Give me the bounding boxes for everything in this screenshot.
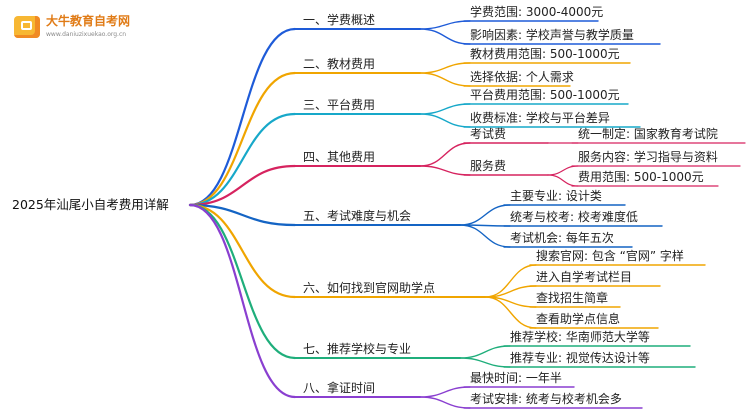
leaf-label-6-1: 搜索官网: 包含 “官网” 字样 [536,249,684,263]
branch-label-6: 六、如何找到官网助学点 [303,281,436,295]
branch-label-5: 五、考试难度与机会 [303,209,412,223]
leaf-connector-4-1 [419,142,471,167]
leaf-label-1-2: 影响因素: 学校声誉与教学质量 [470,28,634,42]
leaf-label-7-2: 推荐专业: 视觉传达设计等 [510,351,650,365]
leaf-connector-4-2 [419,165,471,176]
leaf-connector-5-3 [459,224,511,248]
leaf-connector-3-1 [419,103,471,115]
leaf-label-1-1: 学费范围: 3000-4000元 [470,5,604,19]
leaf-label-5-3: 考试机会: 每年五次 [510,231,614,245]
leaf-label-2-2: 选择依据: 个人需求 [470,70,574,84]
leaf-connector-7-2 [459,357,511,368]
leaf-connector-8-1 [419,386,471,398]
leaf-label-8-1: 最快时间: 一年半 [470,371,562,385]
leaf-connector-2-1 [419,62,471,74]
leaf-connector-8-2 [419,396,471,409]
leaf-label-3-2: 收费标准: 学校与平台差异 [470,111,610,125]
leaf-label-5-1: 主要专业: 设计类 [510,189,602,203]
leaf-connector-2-2 [419,72,471,87]
branch-label-3: 三、平台费用 [303,98,376,112]
leaf-label-4-2-2: 费用范围: 500-1000元 [578,170,704,184]
leaf-label-6-3: 查找招生简章 [536,291,609,305]
branch-connector-3 [188,112,297,207]
book-logo-icon [14,16,40,38]
branch-connector-2 [188,71,297,207]
branch-connector-8 [188,203,297,399]
subleaf-connector-4-2-2 [547,174,579,187]
leaf-label-4-1: 考试费 [470,127,507,141]
branch-label-7: 七、推荐学校与专业 [303,342,412,356]
leaf-connector-3-2 [419,113,471,128]
leaf-connector-7-1 [459,345,511,359]
branch-connector-4 [188,164,297,207]
leaf-connector-6-4 [484,296,537,329]
leaf-connector-1-1 [419,20,471,30]
leaf-label-6-2: 进入自学考试栏目 [536,270,633,284]
leaf-label-2-1: 教材费用范围: 500-1000元 [470,47,620,61]
leaf-label-4-2-1: 服务内容: 学习指导与资料 [578,150,718,164]
branch-connector-6 [188,203,297,299]
subleaf-connector-4-2-1 [547,165,579,176]
root-topic: 2025年汕尾小自考费用详解 [12,197,169,212]
leaf-label-4-1-1: 统一制定: 国家教育考试院 [578,127,718,141]
leaf-connector-1-2 [419,28,471,45]
leaf-label-4-2: 服务费 [470,159,507,173]
branch-label-4: 四、其他费用 [303,150,376,164]
leaf-label-7-1: 推荐学校: 华南师范大学等 [510,330,650,344]
leaf-label-8-2: 考试安排: 统考与校考机会多 [470,392,622,406]
leaf-label-5-2: 统考与校考: 校考难度低 [510,210,638,224]
branch-connector-1 [188,27,297,207]
leaf-label-3-1: 平台费用范围: 500-1000元 [470,88,620,102]
branch-label-1: 一、学费概述 [303,13,376,27]
branch-label-8: 八、拿证时间 [303,381,376,395]
brand-logo: 大牛教育自考网 www.daniuzixuekao.org.cn [14,14,134,46]
branch-connector-5 [188,203,297,227]
leaf-label-6-4: 查看助学点信息 [536,312,621,326]
branch-connector-7 [188,203,297,360]
branch-label-2: 二、教材费用 [303,57,376,71]
brand-name: 大牛教育自考网 [46,14,131,28]
brand-url: www.daniuzixuekao.org.cn [46,31,127,38]
leaf-connector-5-1 [459,204,511,226]
